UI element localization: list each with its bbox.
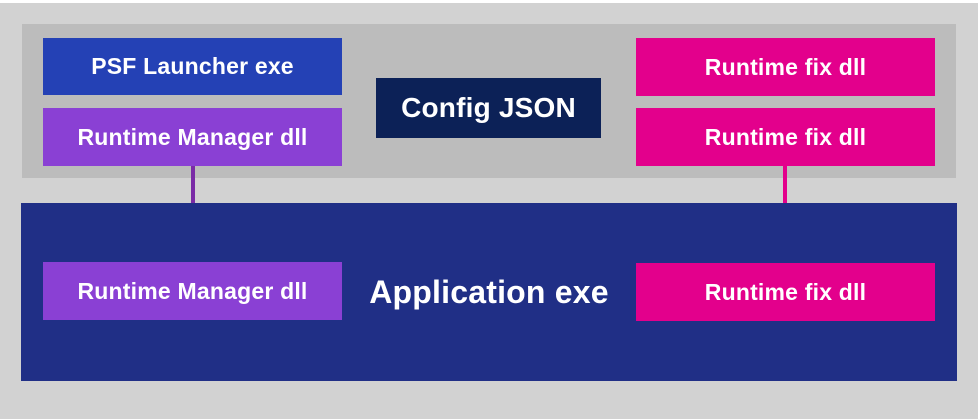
psf-launcher-exe-label: PSF Launcher exe: [91, 53, 294, 79]
runtime-fix-dll-box-2: Runtime fix dll: [636, 108, 935, 166]
config-json-label: Config JSON: [401, 92, 576, 123]
psf-launcher-exe-box: PSF Launcher exe: [43, 38, 342, 95]
runtime-manager-dll-label-top: Runtime Manager dll: [77, 123, 308, 150]
top-margin: [0, 0, 978, 3]
package-container: PSF Launcher exe Runtime Manager dll Con…: [22, 24, 956, 178]
runtime-manager-dll-box-bottom: Runtime Manager dll: [43, 262, 342, 320]
runtime-fix-dll-label-bottom: Runtime fix dll: [704, 278, 867, 305]
application-exe-title: Application exe: [369, 273, 609, 310]
runtime-fix-dll-label-2: Runtime fix dll: [704, 123, 867, 150]
runtime-fix-dll-box-bottom: Runtime fix dll: [636, 263, 935, 321]
config-json-box: Config JSON: [376, 78, 601, 138]
application-container: Runtime Manager dll Application exe Runt…: [21, 203, 957, 381]
runtime-fix-dll-label-1: Runtime fix dll: [704, 53, 867, 80]
runtime-fix-dll-box-1: Runtime fix dll: [636, 38, 935, 96]
runtime-manager-dll-box-top: Runtime Manager dll: [43, 108, 342, 166]
runtime-manager-dll-label-bottom: Runtime Manager dll: [77, 277, 308, 304]
